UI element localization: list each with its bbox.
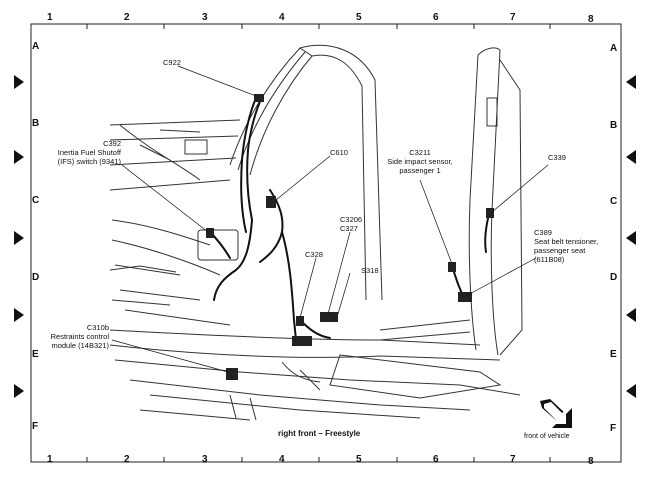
grid-row-left-d: D [32,272,40,283]
frame-border [30,23,622,463]
grid-col-bottom-1: 1 [47,454,53,465]
row-markers [14,75,636,398]
callout-c392-id: C392 [103,139,121,148]
grid-col-top-2: 2 [124,12,130,23]
callout-c922: C922 [163,58,181,67]
front-of-vehicle-label: front of vehicle [524,433,570,440]
callout-c3211-id: C3211 [409,148,431,157]
grid-row-right-a: A [610,43,618,54]
grid-col-top-5: 5 [356,12,362,23]
grid-col-bottom-3: 3 [202,454,208,465]
grid-row-left-e: E [32,349,39,360]
grid-col-bottom-7: 7 [510,454,516,465]
vehicle-body-drawing [109,44,523,421]
grid-col-bottom-4: 4 [279,454,285,465]
leader-lines [111,65,549,373]
callout-c328: C328 [305,250,323,259]
callout-c389-line1: Seat belt tensioner, [534,237,599,246]
callout-c392-line1: Inertia Fuel Shutoff [57,148,121,157]
callout-s318: S318 [361,266,379,275]
grid-row-left-c: C [32,195,40,206]
grid-col-bottom-8: 8 [588,456,594,467]
callout-c310b-line1: Restraints control [50,332,109,341]
grid-col-top-3: 3 [202,12,208,23]
callout-c3211-line1: Side impact sensor, [387,157,453,166]
callout-c327: C327 [340,224,358,233]
grid-row-left-a: A [32,41,40,52]
callout-c3206: C3206 [340,215,363,224]
grid-row-right-e: E [610,349,617,360]
wiring-harness [209,96,491,341]
grid-row-right-c: C [610,196,618,207]
grid-row-right-f: F [610,423,617,434]
front-of-vehicle-arrow [540,399,572,428]
column-ticks [86,24,551,462]
grid-row-left-b: B [32,118,40,129]
callout-c310b-id: C310b [86,323,109,332]
callout-c339: C339 [548,153,566,162]
diagram-caption: right front – Freestyle [278,429,361,438]
callout-c392-line2: (IFS) switch (9341) [57,157,121,166]
grid-col-top-1: 1 [47,12,53,23]
callout-c389-line2: passenger seat [534,246,586,255]
callout-c610: C610 [330,148,348,157]
callout-c389-line3: (611B08) [534,255,565,264]
callout-c389-id: C389 [534,228,552,237]
grid-row-right-b: B [610,120,618,131]
grid-row-left-f: F [32,421,39,432]
grid-col-bottom-5: 5 [356,454,362,465]
callout-c310b-line2: module (14B321) [51,341,109,350]
grid-col-bottom-6: 6 [433,454,439,465]
grid-col-top-4: 4 [279,12,285,23]
grid-row-right-d: D [610,272,618,283]
grid-col-bottom-2: 2 [124,454,130,465]
connector-symbols [206,94,494,380]
grid-col-top-7: 7 [510,12,516,23]
grid-col-top-8: 8 [588,14,594,25]
callout-c3211-line2: passenger 1 [399,166,441,175]
grid-col-top-6: 6 [433,12,439,23]
